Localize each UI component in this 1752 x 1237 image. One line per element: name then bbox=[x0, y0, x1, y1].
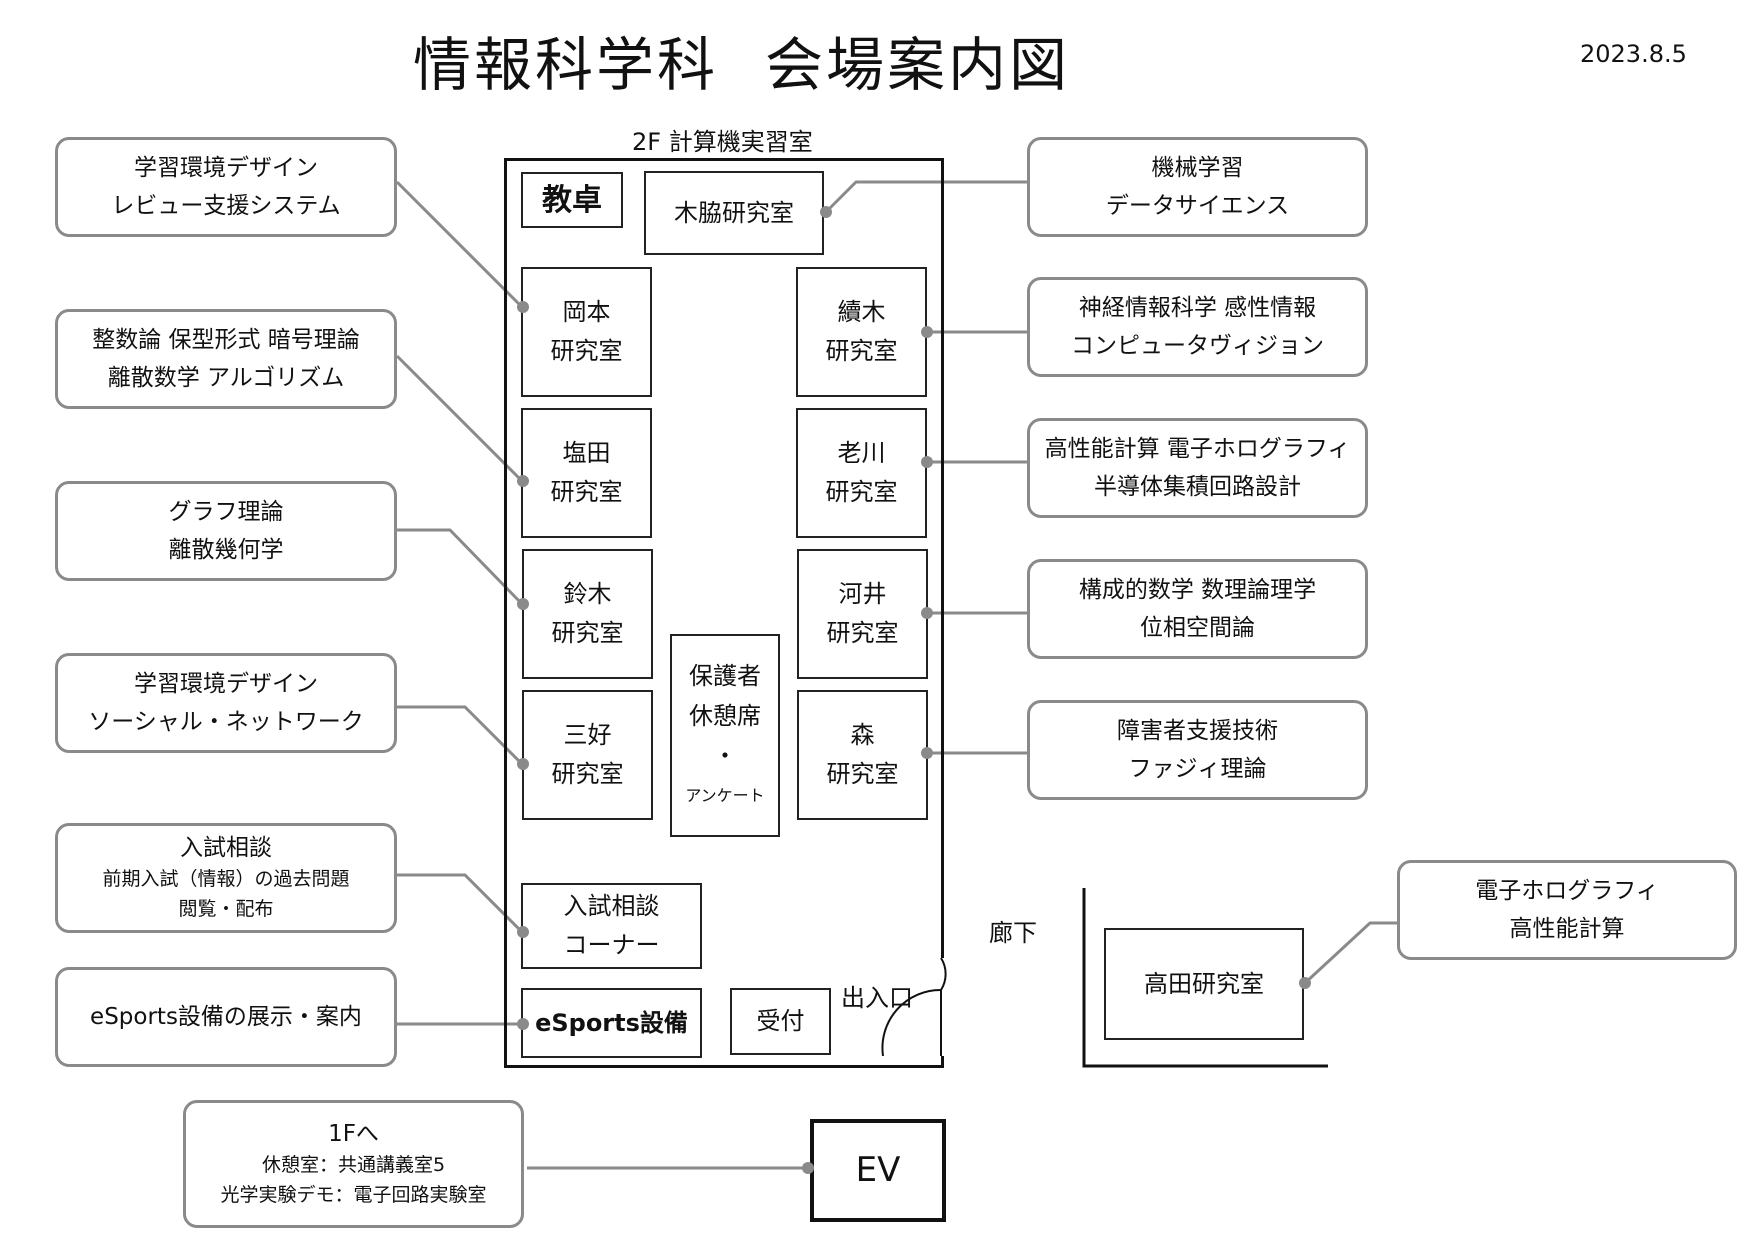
dot-suzuki bbox=[517, 598, 529, 610]
bubble-kawai: 構成的数学 数理論理学位相空間論 bbox=[1027, 559, 1368, 659]
hall-label: 2F 計算機実習室 bbox=[632, 128, 813, 156]
dot-ev bbox=[802, 1162, 814, 1174]
dot-kiwaki bbox=[820, 206, 832, 218]
hall-right-wall-upper bbox=[941, 158, 944, 958]
bubble-shioda: 整数論 保型形式 暗号理論離散数学 アルゴリズム bbox=[55, 309, 397, 409]
room-okamoto[interactable]: 岡本研究室 bbox=[521, 267, 652, 397]
room-kawai[interactable]: 河井研究室 bbox=[797, 549, 928, 679]
date-label: 2023.8.5 bbox=[1580, 40, 1687, 68]
room-miyoshi[interactable]: 三好研究室 bbox=[522, 690, 653, 820]
bubble-oikawa: 高性能計算 電子ホログラフィ半導体集積回路設計 bbox=[1027, 418, 1368, 518]
room-suzuki[interactable]: 鈴木研究室 bbox=[522, 549, 653, 679]
room-kiwaki[interactable]: 木脇研究室 bbox=[644, 171, 824, 255]
bubble-miyoshi: 学習環境デザインソーシャル・ネットワーク bbox=[55, 653, 397, 753]
dot-tsuzuki bbox=[921, 326, 933, 338]
dot-oikawa bbox=[921, 456, 933, 468]
dot-esports bbox=[517, 1018, 529, 1030]
corridor-wall bbox=[1082, 888, 1328, 1068]
room-takada[interactable]: 高田研究室 bbox=[1104, 928, 1304, 1040]
dot-miyoshi bbox=[517, 758, 529, 770]
connector-kiwaki bbox=[824, 180, 1032, 214]
page-title: 情報科学科 会場案内図 bbox=[0, 18, 1752, 99]
dot-mori bbox=[921, 747, 933, 759]
bubble-ev: 1Fへ 休憩室：共通講義室5 光学実験デモ：電子回路実験室 bbox=[183, 1100, 524, 1228]
bubble-okamoto: 学習環境デザインレビュー支援システム bbox=[55, 137, 397, 237]
esports-equipment[interactable]: eSports設備 bbox=[521, 988, 702, 1058]
bubble-tsuzuki: 神経情報科学 感性情報コンピュータヴィジョン bbox=[1027, 277, 1368, 377]
hall-outline bbox=[504, 158, 944, 1068]
room-mori[interactable]: 森研究室 bbox=[797, 690, 928, 820]
parent-rest-area[interactable]: 保護者 休憩席 ・ アンケート bbox=[670, 634, 780, 837]
kyotaku: 教卓 bbox=[521, 172, 623, 228]
connector-takada bbox=[1303, 921, 1403, 985]
bubble-kiwaki: 機械学習データサイエンス bbox=[1027, 137, 1368, 237]
bubble-mori: 障害者支援技術ファジィ理論 bbox=[1027, 700, 1368, 800]
hall-right-wall-lower bbox=[941, 1056, 944, 1068]
connector-suzuki bbox=[397, 528, 524, 606]
corridor-label: 廊下 bbox=[989, 919, 1037, 947]
connector-miyoshi bbox=[397, 705, 524, 766]
bubble-suzuki: グラフ理論離散幾何学 bbox=[55, 481, 397, 581]
reception[interactable]: 受付 bbox=[730, 988, 831, 1055]
dot-kawai bbox=[921, 607, 933, 619]
dot-takada bbox=[1299, 977, 1311, 989]
room-shioda[interactable]: 塩田研究室 bbox=[521, 408, 652, 538]
bubble-takada: 電子ホログラフィ高性能計算 bbox=[1397, 860, 1737, 960]
room-tsuzuki[interactable]: 續木研究室 bbox=[796, 267, 927, 397]
dot-shioda bbox=[517, 475, 529, 487]
elevator[interactable]: EV bbox=[810, 1119, 946, 1222]
entrance-label: 出入口 bbox=[841, 984, 913, 1012]
title-dept: 情報科学科 bbox=[413, 31, 719, 99]
connector-okamoto bbox=[395, 180, 524, 309]
admission-consult-corner[interactable]: 入試相談コーナー bbox=[521, 883, 702, 969]
connector-nyushi bbox=[397, 873, 524, 934]
dot-nyushi bbox=[517, 926, 529, 938]
bubble-nyushi: 入試相談 前期入試（情報）の過去問題 閲覧・配布 bbox=[55, 823, 397, 933]
title-map: 会場案内図 bbox=[765, 31, 1071, 99]
room-oikawa[interactable]: 老川研究室 bbox=[796, 408, 927, 538]
door-icon bbox=[881, 957, 947, 1057]
dot-okamoto bbox=[517, 301, 529, 313]
connector-shioda bbox=[395, 354, 524, 483]
bubble-esports: eSports設備の展示・案内 bbox=[55, 967, 397, 1067]
